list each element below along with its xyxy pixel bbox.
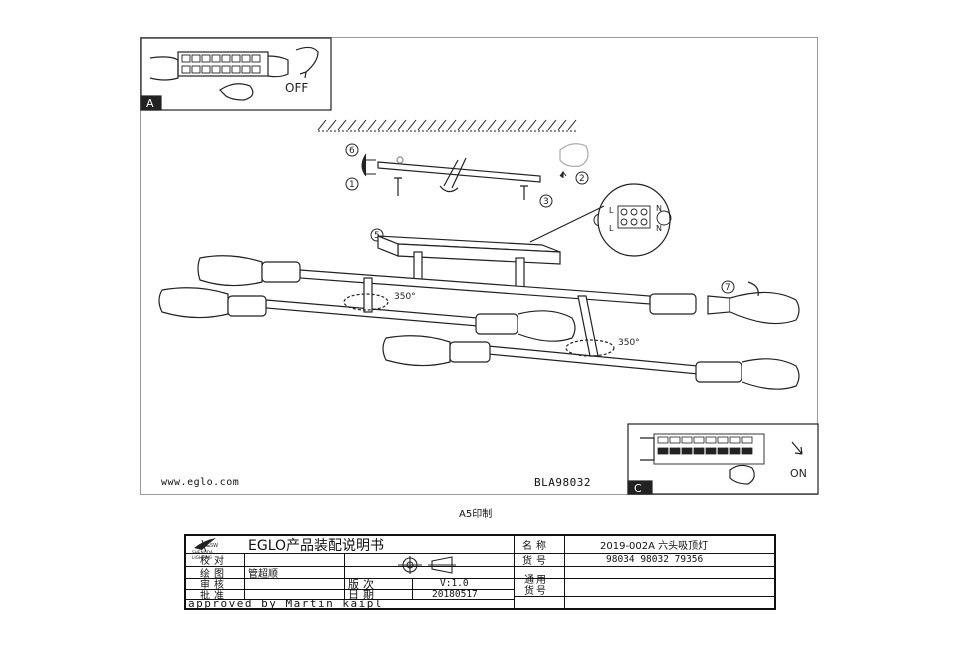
terminal-n-top: N [656, 204, 662, 213]
callout-a-label: A [146, 97, 154, 110]
step-2-label: 2 [579, 174, 585, 184]
date-label: 日期 [348, 589, 378, 599]
lamp-arm-2: 350° [158, 277, 576, 342]
terminal-l-top: L [609, 206, 614, 215]
ceiling-hatch [317, 119, 578, 132]
step-6-label: 6 [349, 146, 355, 156]
review-label: 审核 [200, 580, 228, 589]
check-label: 校对 [200, 556, 228, 566]
callout-c-switch-on: C ON [627, 423, 819, 495]
approve-label: 批准 [200, 590, 228, 600]
step-7-label: 7 [725, 283, 731, 293]
callout-a-off-text: OFF [285, 81, 308, 95]
rotation-label-2: 350° [618, 338, 640, 348]
version-label: 版次 [348, 578, 378, 589]
approved-by: approved by Martin kaipl [188, 598, 383, 609]
callout-c-label: C [634, 482, 642, 495]
callout-a-switch-off: A OFF [140, 37, 332, 111]
terminal-l-bottom: L [609, 224, 614, 233]
svg-text:SW: SW [210, 543, 218, 549]
date-value: 20180517 [432, 589, 478, 599]
logo-sub-1: SHENGDA [192, 550, 213, 555]
terminal-n-bottom: N [656, 224, 662, 233]
document-title: EGLO产品装配说明书 [248, 537, 385, 554]
step-1-label: 1 [349, 180, 355, 190]
name-value: 2019-002A 六头吸顶灯 [600, 541, 709, 552]
drawn-label: 绘图 [200, 568, 228, 579]
logo-sub-2: LIGHTING [192, 555, 212, 560]
canopy [377, 235, 561, 289]
lamp-arm-3: 350° [382, 295, 800, 390]
item-value: 98034 98032 79356 [606, 554, 704, 565]
version-value: V:1.0 [440, 578, 469, 589]
callout-c-on-text: ON [790, 467, 807, 480]
drawn-value: 管超顺 [248, 568, 278, 579]
name-label: 名称 [522, 541, 550, 552]
lamp-arm-1 [197, 255, 800, 325]
shengda-logo-icon: SW SHENGDA LIGHTING [192, 538, 218, 560]
terminal-block-callout: L N L N [529, 183, 672, 257]
step-3-label: 3 [543, 197, 549, 207]
title-block: EGLO产品装配说明书 名称 2019-002A 六头吸顶灯 校对 货号 980… [184, 534, 776, 610]
common-label-2: 货号 [524, 585, 548, 596]
common-label-1: 通用 [524, 574, 548, 585]
mounting-bracket [377, 143, 589, 200]
step-5-label: 5 [374, 231, 380, 241]
print-format-note: A5印制 [459, 509, 493, 520]
website-url: www.eglo.com [161, 477, 240, 488]
rotation-label-1: 350° [394, 292, 416, 302]
drawing-sheet [140, 37, 818, 495]
model-code: BLA98032 [534, 476, 591, 489]
item-label: 货号 [522, 556, 550, 566]
